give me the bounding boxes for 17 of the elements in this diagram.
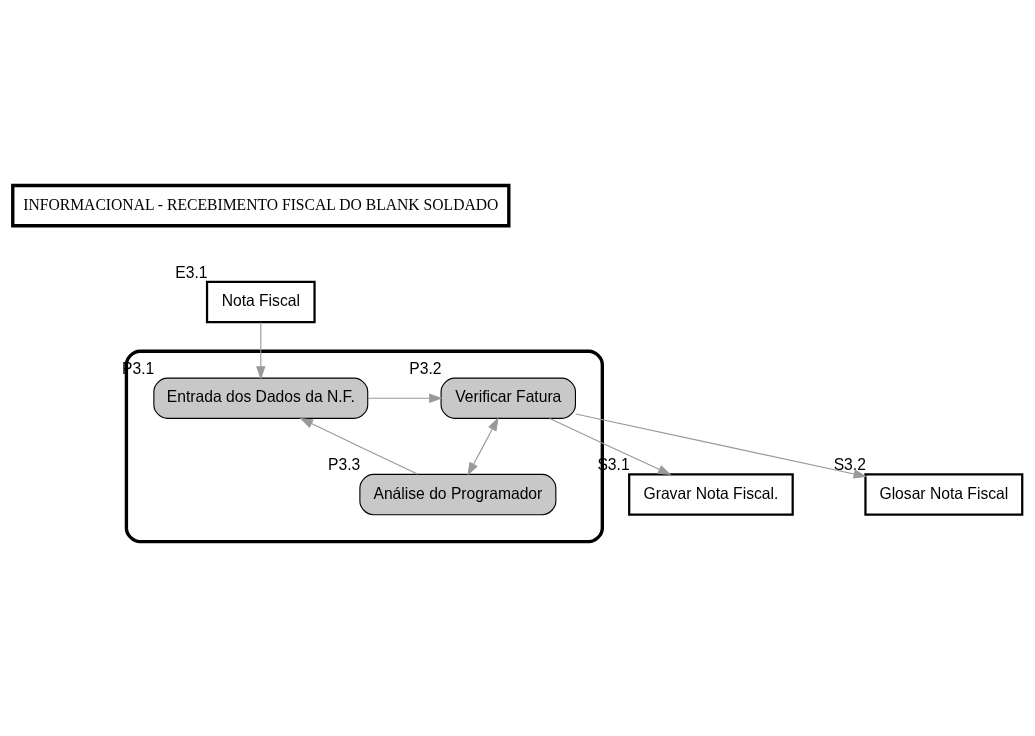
- node-box: Verificar Fatura: [440, 377, 576, 419]
- node-label: P3.3: [328, 456, 361, 474]
- node-box: INFORMACIONAL - RECEBIMENTO FISCAL DO BLANK SOLDADO: [11, 183, 511, 228]
- node-label: E3.1: [175, 263, 208, 281]
- arrow: [575, 413, 868, 479]
- arrow: [467, 417, 499, 476]
- node-box: Glosar Nota Fiscal: [864, 473, 1024, 516]
- node-label: P3.2: [409, 359, 442, 377]
- arrow: [367, 393, 443, 403]
- node-box: Análise do Programador: [359, 473, 557, 516]
- node-box: Gravar Nota Fiscal.: [628, 473, 794, 516]
- arrow: [256, 322, 266, 380]
- node-box: Entrada dos Dados da N.F.: [153, 377, 369, 419]
- arrow: [549, 418, 672, 476]
- node-label: S3.2: [833, 456, 866, 474]
- node-box: Nota Fiscal: [205, 280, 316, 324]
- arrow: [299, 417, 419, 475]
